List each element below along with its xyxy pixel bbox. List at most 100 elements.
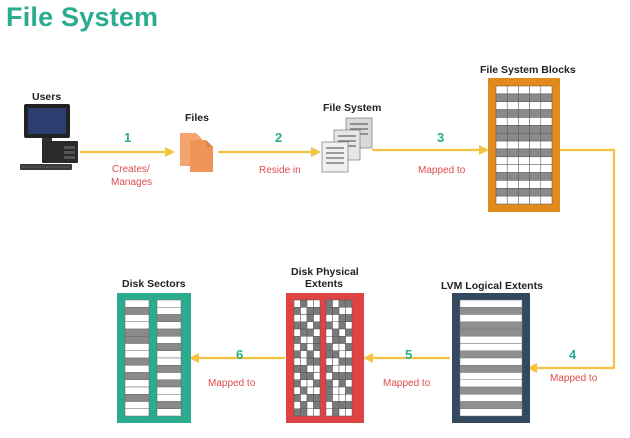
block-cell xyxy=(518,188,530,197)
block-cell xyxy=(506,109,519,118)
block-cell xyxy=(124,343,150,351)
block-cell xyxy=(313,379,321,388)
block-cell xyxy=(300,299,308,308)
block-cell xyxy=(156,357,182,366)
block-cell xyxy=(495,125,508,134)
block-cell xyxy=(293,299,301,308)
block-cell xyxy=(459,321,523,330)
block-cell xyxy=(518,195,530,205)
block-cell xyxy=(313,307,321,315)
block-cell xyxy=(306,314,314,322)
block-cell xyxy=(459,299,523,308)
block-cell xyxy=(540,85,553,95)
block-cell xyxy=(293,372,301,380)
block-cell xyxy=(459,408,523,417)
block-cell xyxy=(332,307,340,315)
block-cell xyxy=(124,386,150,395)
block-cell xyxy=(313,299,321,308)
block-cell xyxy=(332,314,340,322)
block-cell xyxy=(338,314,346,322)
block-cell xyxy=(495,195,508,205)
block-cell xyxy=(540,148,553,158)
block-cell xyxy=(325,328,333,337)
block-cell xyxy=(306,372,314,380)
step-4-label: Mapped to xyxy=(550,373,598,384)
block-cell xyxy=(529,156,542,165)
block-cell xyxy=(306,307,314,315)
block-cell xyxy=(540,93,553,102)
block-cell xyxy=(540,117,553,126)
label-file-system-blocks: File System Blocks xyxy=(480,64,576,76)
step-2-number: 2 xyxy=(275,130,283,145)
block-cell xyxy=(518,117,530,126)
block-cell xyxy=(495,132,508,142)
block-cell xyxy=(325,379,333,388)
block-cell xyxy=(345,372,353,380)
block-cell xyxy=(293,379,301,388)
block-cell xyxy=(506,188,519,197)
step-5-number: 5 xyxy=(405,347,413,362)
block-cell xyxy=(345,314,353,322)
block-cell xyxy=(306,401,314,409)
label-disk-physical-extents-line2: Extents xyxy=(305,278,343,290)
block-cell xyxy=(506,85,519,95)
block-cell xyxy=(124,372,150,380)
step-2-label: Reside in xyxy=(259,165,301,176)
block-cell xyxy=(313,365,321,373)
block-cell xyxy=(332,299,340,308)
block-cell xyxy=(506,140,519,150)
step-1-number: 1 xyxy=(124,130,132,145)
block-cell xyxy=(338,408,346,417)
block-cell xyxy=(518,125,530,134)
block-cell xyxy=(325,336,333,344)
block-cell xyxy=(293,365,301,373)
block-cell xyxy=(300,401,308,409)
block-cell xyxy=(300,379,308,388)
block-cell xyxy=(540,188,553,197)
block-cell xyxy=(529,164,542,173)
block-cell xyxy=(300,307,308,315)
block-cell xyxy=(300,350,308,359)
block-cell xyxy=(459,357,523,366)
block-cell xyxy=(293,401,301,409)
block-cell xyxy=(300,328,308,337)
block-cell xyxy=(325,321,333,330)
block-cell xyxy=(293,394,301,402)
block-cell xyxy=(459,314,523,322)
block-cell xyxy=(313,386,321,395)
block-cell xyxy=(332,328,340,337)
block-cell xyxy=(332,343,340,351)
block-cell xyxy=(459,328,523,337)
block-cell xyxy=(529,125,542,134)
block-cell xyxy=(540,180,553,189)
block-cell xyxy=(293,357,301,366)
block-cell xyxy=(300,372,308,380)
block-cell xyxy=(313,372,321,380)
block-cell xyxy=(338,394,346,402)
block-cell xyxy=(540,125,553,134)
block-cell xyxy=(540,101,553,110)
block-cell xyxy=(518,109,530,118)
block-cell xyxy=(156,343,182,351)
block-cell xyxy=(529,93,542,102)
block-cell xyxy=(156,314,182,322)
step-4-number: 4 xyxy=(569,347,577,362)
block-cell xyxy=(313,357,321,366)
block-cell xyxy=(529,188,542,197)
block-cell xyxy=(495,164,508,173)
computer-icon xyxy=(20,104,78,170)
block-cell xyxy=(325,314,333,322)
block-cell xyxy=(306,365,314,373)
block-cell xyxy=(325,394,333,402)
label-disk-physical-extents-line1: Disk Physical xyxy=(291,266,359,278)
block-cell xyxy=(300,314,308,322)
block-cell xyxy=(156,299,182,308)
arrow-4 xyxy=(527,148,616,373)
block-cell xyxy=(156,386,182,395)
block-cell xyxy=(306,394,314,402)
block-cell xyxy=(306,336,314,344)
step-3-number: 3 xyxy=(437,130,445,145)
block-cell xyxy=(156,401,182,409)
block-cell xyxy=(540,132,553,142)
